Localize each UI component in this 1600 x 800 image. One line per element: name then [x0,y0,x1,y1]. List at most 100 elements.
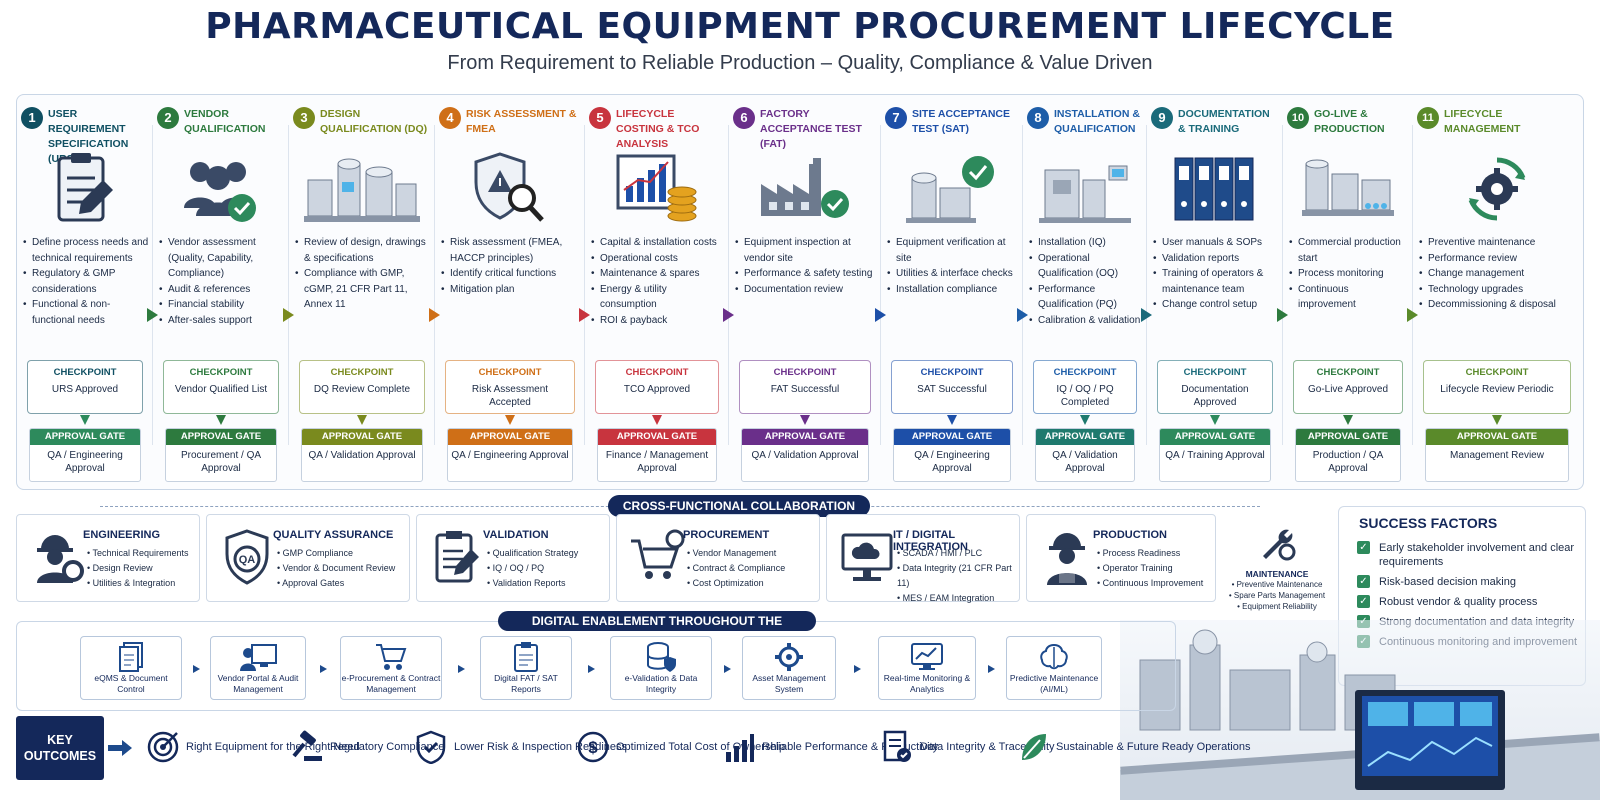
page-title: PHARMACEUTICAL EQUIPMENT PROCUREMENT LIF… [205,6,1395,47]
step-bullet: Change control setup [1153,297,1279,313]
step-divider [1022,125,1023,445]
checkpoint-value: TCO Approved [623,384,691,395]
key-outcomes-arrow-icon [108,740,132,756]
team-items: GMP ComplianceVendor & Document ReviewAp… [277,546,395,591]
step-title: FACTORY ACCEPTANCE TEST (FAT) [760,108,862,150]
success-factor: ✓Risk-based decision making [1357,575,1585,589]
brain-icon [1007,637,1101,673]
approval-gate-label: APPROVAL GATE [894,429,1010,445]
step-bullet: User manuals & SOPs [1153,235,1279,251]
step-title: RISK ASSESSMENT & FMEA [466,108,577,135]
step-bullets: Equipment verification at siteUtilities … [887,235,1019,297]
qa-shield-icon: QA [217,527,277,587]
next-step-arrow-icon [723,308,734,322]
dollar-icon: $ [576,730,610,764]
checkpoint-value: Risk Assessment Accepted [471,384,549,408]
down-arrow-icon [1210,415,1220,425]
step-bullet: Performance Qualification (PQ) [1029,282,1143,313]
step-divider [880,125,881,445]
checkpoint-value: Vendor Qualified List [174,384,268,395]
team-title: PRODUCTION [1093,529,1167,541]
step-bullet: Performance & safety testing [735,266,877,282]
step-number: 1 [21,107,43,129]
maintenance-items: Preventive MaintenanceSpare Parts Manage… [1222,579,1332,612]
step-bullet: Technology upgrades [1419,282,1577,298]
success-factors-title: SUCCESS FACTORS [1359,515,1498,531]
down-arrow-icon [216,415,226,425]
outcome-label: Lower Risk & Inspection Readiness [454,741,628,753]
team-item: Process Readiness [1097,546,1203,561]
digital-item: e-Validation & Data Integrity [610,636,712,700]
approval-gate-label: APPROVAL GATE [302,429,422,445]
checkpoint-label: CHECKPOINT [189,367,253,378]
checkbox-check-icon: ✓ [1357,541,1370,554]
next-step-arrow-icon [1141,308,1152,322]
digital-item-label: e-Procurement & Contract Management [341,673,441,694]
next-step-arrow-icon [429,308,440,322]
team-item: Validation Reports [487,576,578,591]
collab-panel: ENGINEERINGTechnical RequirementsDesign … [16,514,1326,603]
step-bullets: Risk assessment (FMEA, HACCP principles)… [441,235,581,297]
step-bullet: Maintenance & spares [591,266,725,282]
approval-gate-label: APPROVAL GATE [742,429,868,445]
step-title: USER REQUIREMENT SPECIFICATION (URS) [48,108,129,165]
step-title: LIFECYCLE MANAGEMENT [1444,108,1521,135]
step-bullet: Performance review [1419,251,1577,267]
team-title: ENGINEERING [83,529,161,541]
success-factor-text: Risk-based decision making [1379,576,1516,588]
checkpoint-value: IQ / OQ / PQ Completed [1056,384,1114,408]
gavel-icon [290,730,324,764]
step-bullet: Regulatory & GMP considerations [23,266,149,297]
engineer-gear-icon [27,527,87,587]
step-title: INSTALLATION & QUALIFICATION [1054,108,1140,135]
step-bullet: Utilities & interface checks [887,266,1019,282]
digital-item-label: Predictive Maintenance (AI/ML) [1009,673,1099,694]
step-bullets: Preventive maintenancePerformance review… [1419,235,1577,313]
team-item: GMP Compliance [277,546,395,561]
step-divider [288,125,289,445]
approval-gate-value: QA / Validation Approval [751,450,859,461]
step-title: VENDOR QUALIFICATION [184,108,266,135]
next-step-arrow-icon [875,308,886,322]
digital-arrow-icon [320,665,327,673]
success-factor: ✓Early stakeholder involvement and clear… [1357,541,1585,569]
digital-item-label: Asset Management System [752,673,826,694]
team-item: Vendor & Document Review [277,561,396,576]
step-bullets: Commercial production startProcess monit… [1289,235,1409,313]
step-divider [584,125,585,445]
svg-text:QA: QA [239,554,256,566]
validation-clipboard-icon [427,527,487,587]
step-title: DESIGN QUALIFICATION (DQ) [320,108,428,135]
team-validation: VALIDATIONQualification StrategyIQ / OQ … [416,514,610,602]
step-bullet: Equipment verification at site [887,235,1019,266]
next-step-arrow-icon [1407,308,1418,322]
digital-item: Digital FAT / SAT Reports [480,636,572,700]
step-bullet: Functional & non-functional needs [23,297,149,328]
digital-item-label: e-Validation & Data Integrity [624,673,698,694]
checkpoint-value: SAT Successful [917,384,987,395]
step-bullet: Commercial production start [1289,235,1409,266]
success-factor: ✓Robust vendor & quality process [1357,595,1585,609]
team-item: Continuous Improvement [1097,576,1204,591]
vendor-team-icon [153,150,289,230]
checkpoint-label: CHECKPOINT [773,367,837,378]
checkpoint-label: CHECKPOINT [53,367,117,378]
step-divider [1146,125,1147,445]
collab-label: CROSS-FUNCTIONAL COLLABORATION [608,495,870,517]
next-step-arrow-icon [579,308,590,322]
database-shield-icon [611,637,711,673]
digital-item-label: Real-time Monitoring & Analytics [883,673,971,694]
